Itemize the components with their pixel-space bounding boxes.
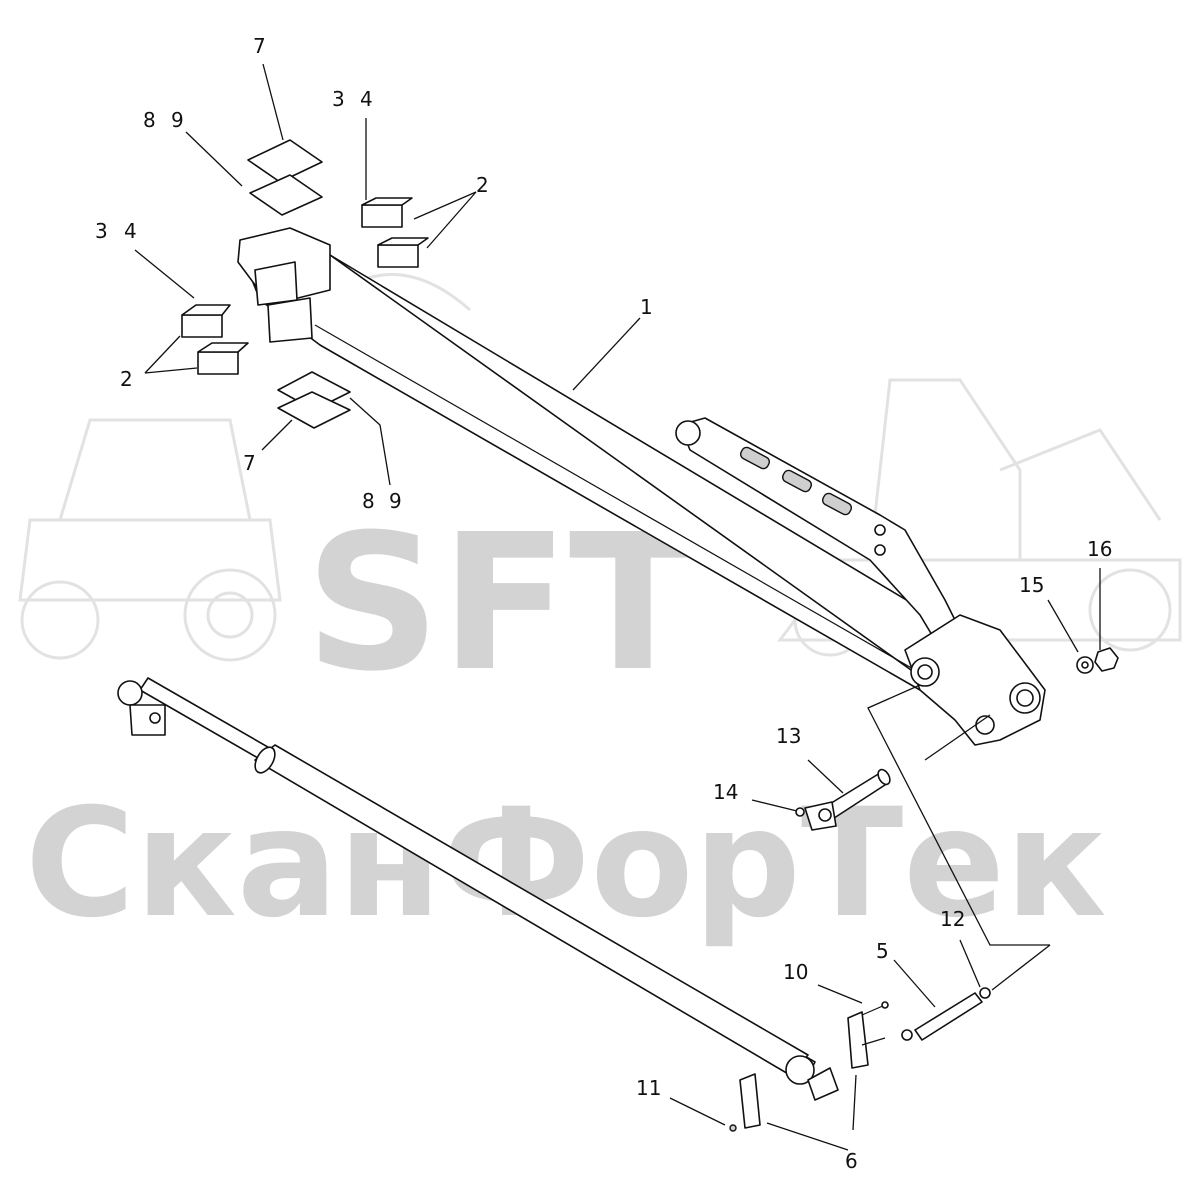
callout-4-upper: 4 (360, 87, 373, 111)
cylinder-rod-eye (117, 680, 143, 706)
wear-pad-2-lower-b (197, 351, 239, 375)
watermark-logo: SFT (305, 494, 697, 713)
callout-7-upper: 7 (253, 34, 266, 58)
shim-plate-8-9-upper (249, 174, 323, 216)
bracket-eye (675, 420, 701, 446)
cylinder-base-eye (807, 1067, 839, 1101)
pin-5 (914, 992, 983, 1041)
callout-11: 11 (636, 1076, 661, 1100)
callout-1: 1 (640, 295, 653, 319)
tractor-watermark-left (18, 418, 282, 662)
cylinder-gland (785, 1055, 815, 1085)
boom-head-window-upper (254, 261, 298, 306)
callout-2-lower: 2 (120, 367, 133, 391)
callout-3-lower: 3 (95, 219, 108, 243)
ring-12 (979, 987, 991, 999)
clamp-6-lower (739, 1073, 761, 1129)
callout-3-upper: 3 (332, 87, 345, 111)
leader-lines (134, 63, 1101, 1151)
callout-9-upper: 9 (171, 108, 184, 132)
hydraulic-cylinder (117, 677, 839, 1101)
bolt-10 (881, 1001, 889, 1009)
ring-5-left (901, 1029, 913, 1041)
bolt-14 (795, 807, 805, 817)
callout-8-lower: 8 (362, 489, 375, 513)
shim-plate-8-9-lower (277, 391, 351, 429)
callout-5: 5 (876, 939, 889, 963)
callout-16: 16 (1087, 537, 1112, 561)
callout-10: 10 (783, 960, 808, 984)
callout-7-lower: 7 (243, 451, 256, 475)
callout-15: 15 (1019, 573, 1044, 597)
callout-4-lower: 4 (124, 219, 137, 243)
wear-pads-upper (247, 139, 429, 268)
wear-pads-lower (181, 304, 351, 429)
callout-9-lower: 9 (389, 489, 402, 513)
wear-pad-2-upper-b (377, 244, 419, 268)
watermark: SFT СканФорТек (18, 273, 1182, 951)
callout-6: 6 (845, 1149, 858, 1173)
callout-12: 12 (940, 907, 965, 931)
bolt-11 (729, 1124, 737, 1132)
callout-2-upper: 2 (476, 173, 489, 197)
nut-16 (1094, 647, 1119, 672)
wear-pad-2-lower-a (181, 314, 223, 338)
boom-tail-fork (904, 614, 1046, 746)
callout-8-upper: 8 (143, 108, 156, 132)
clamp-6-upper (847, 1011, 869, 1069)
callout-13: 13 (776, 724, 801, 748)
callout-14: 14 (713, 780, 738, 804)
boom-assembly (237, 227, 1046, 746)
callout-labels: 7 3 4 8 9 2 3 4 1 2 7 8 9 16 15 13 14 12… (95, 34, 1112, 1173)
pins-and-hardware (729, 647, 1119, 1132)
wear-plate-7-upper (247, 139, 323, 183)
wear-pad-2-upper-a (361, 204, 403, 228)
boom-head-window-lower (267, 297, 313, 343)
